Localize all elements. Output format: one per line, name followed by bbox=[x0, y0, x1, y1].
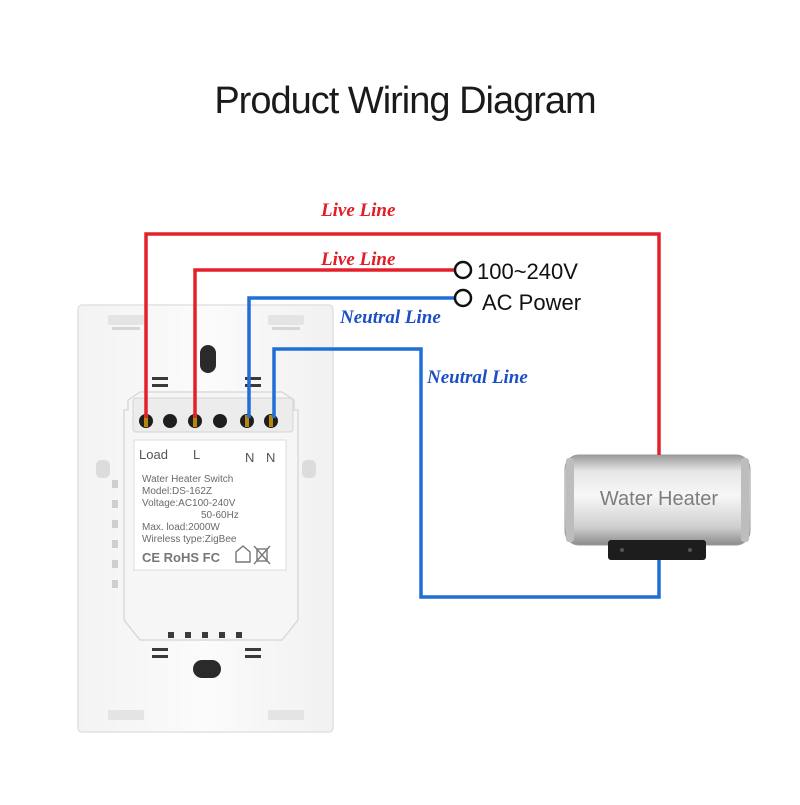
terminal-screw-load bbox=[139, 414, 153, 428]
spec-line: Voltage:AC100-240V bbox=[142, 498, 236, 509]
terminal-screw-spare-2 bbox=[213, 414, 227, 428]
live-wire-load bbox=[144, 232, 661, 455]
terminal-screw-spare-1 bbox=[163, 414, 177, 428]
terminal-screws bbox=[139, 414, 278, 428]
terminal-screw-l bbox=[188, 414, 202, 428]
spec-line: Max. load:2000W bbox=[142, 522, 220, 533]
water-heater-label: Water Heater bbox=[600, 488, 719, 510]
terminal-label-n1: N bbox=[245, 450, 254, 465]
page-title: Product Wiring Diagram bbox=[214, 80, 595, 122]
neutral-wire-load bbox=[272, 347, 661, 599]
live-line-label-second: Live Line bbox=[320, 249, 396, 270]
spec-line: Wireless type:ZigBee bbox=[142, 534, 237, 545]
power-label: AC Power bbox=[482, 290, 581, 315]
switch-module bbox=[123, 391, 299, 641]
house-icon bbox=[235, 545, 251, 563]
terminal-screw-n2 bbox=[264, 414, 278, 428]
heater-control-panel bbox=[608, 540, 706, 560]
terminal-screw-n1 bbox=[240, 414, 254, 428]
mounting-slot-bottom bbox=[193, 660, 221, 678]
certification-marks: CE RoHS FC bbox=[142, 545, 271, 565]
terminal-label-l: L bbox=[193, 447, 200, 462]
neutral-line-label-second: Neutral Line bbox=[426, 367, 528, 388]
power-terminals bbox=[453, 260, 473, 308]
neutral-wire-supply bbox=[247, 296, 455, 418]
spec-line: Water Heater Switch bbox=[142, 474, 233, 485]
power-terminal-live bbox=[453, 260, 473, 280]
weee-bin-icon bbox=[253, 545, 271, 565]
neutral-line-label-top: Neutral Line bbox=[339, 307, 441, 328]
live-line-label-top: Live Line bbox=[320, 200, 396, 221]
terminal-label-n2: N bbox=[266, 450, 275, 465]
spec-line: 50-60Hz bbox=[201, 510, 239, 521]
live-wire-supply bbox=[193, 268, 455, 418]
mounting-slot-top bbox=[200, 345, 216, 373]
power-terminal-neutral bbox=[453, 288, 473, 308]
spec-line: Model:DS-162Z bbox=[142, 486, 212, 497]
water-heater: Water Heater bbox=[564, 454, 751, 560]
power-voltage-label: 100~240V bbox=[477, 259, 578, 284]
terminal-label-load: Load bbox=[139, 447, 168, 462]
certification-text: CE RoHS FC bbox=[142, 550, 221, 565]
